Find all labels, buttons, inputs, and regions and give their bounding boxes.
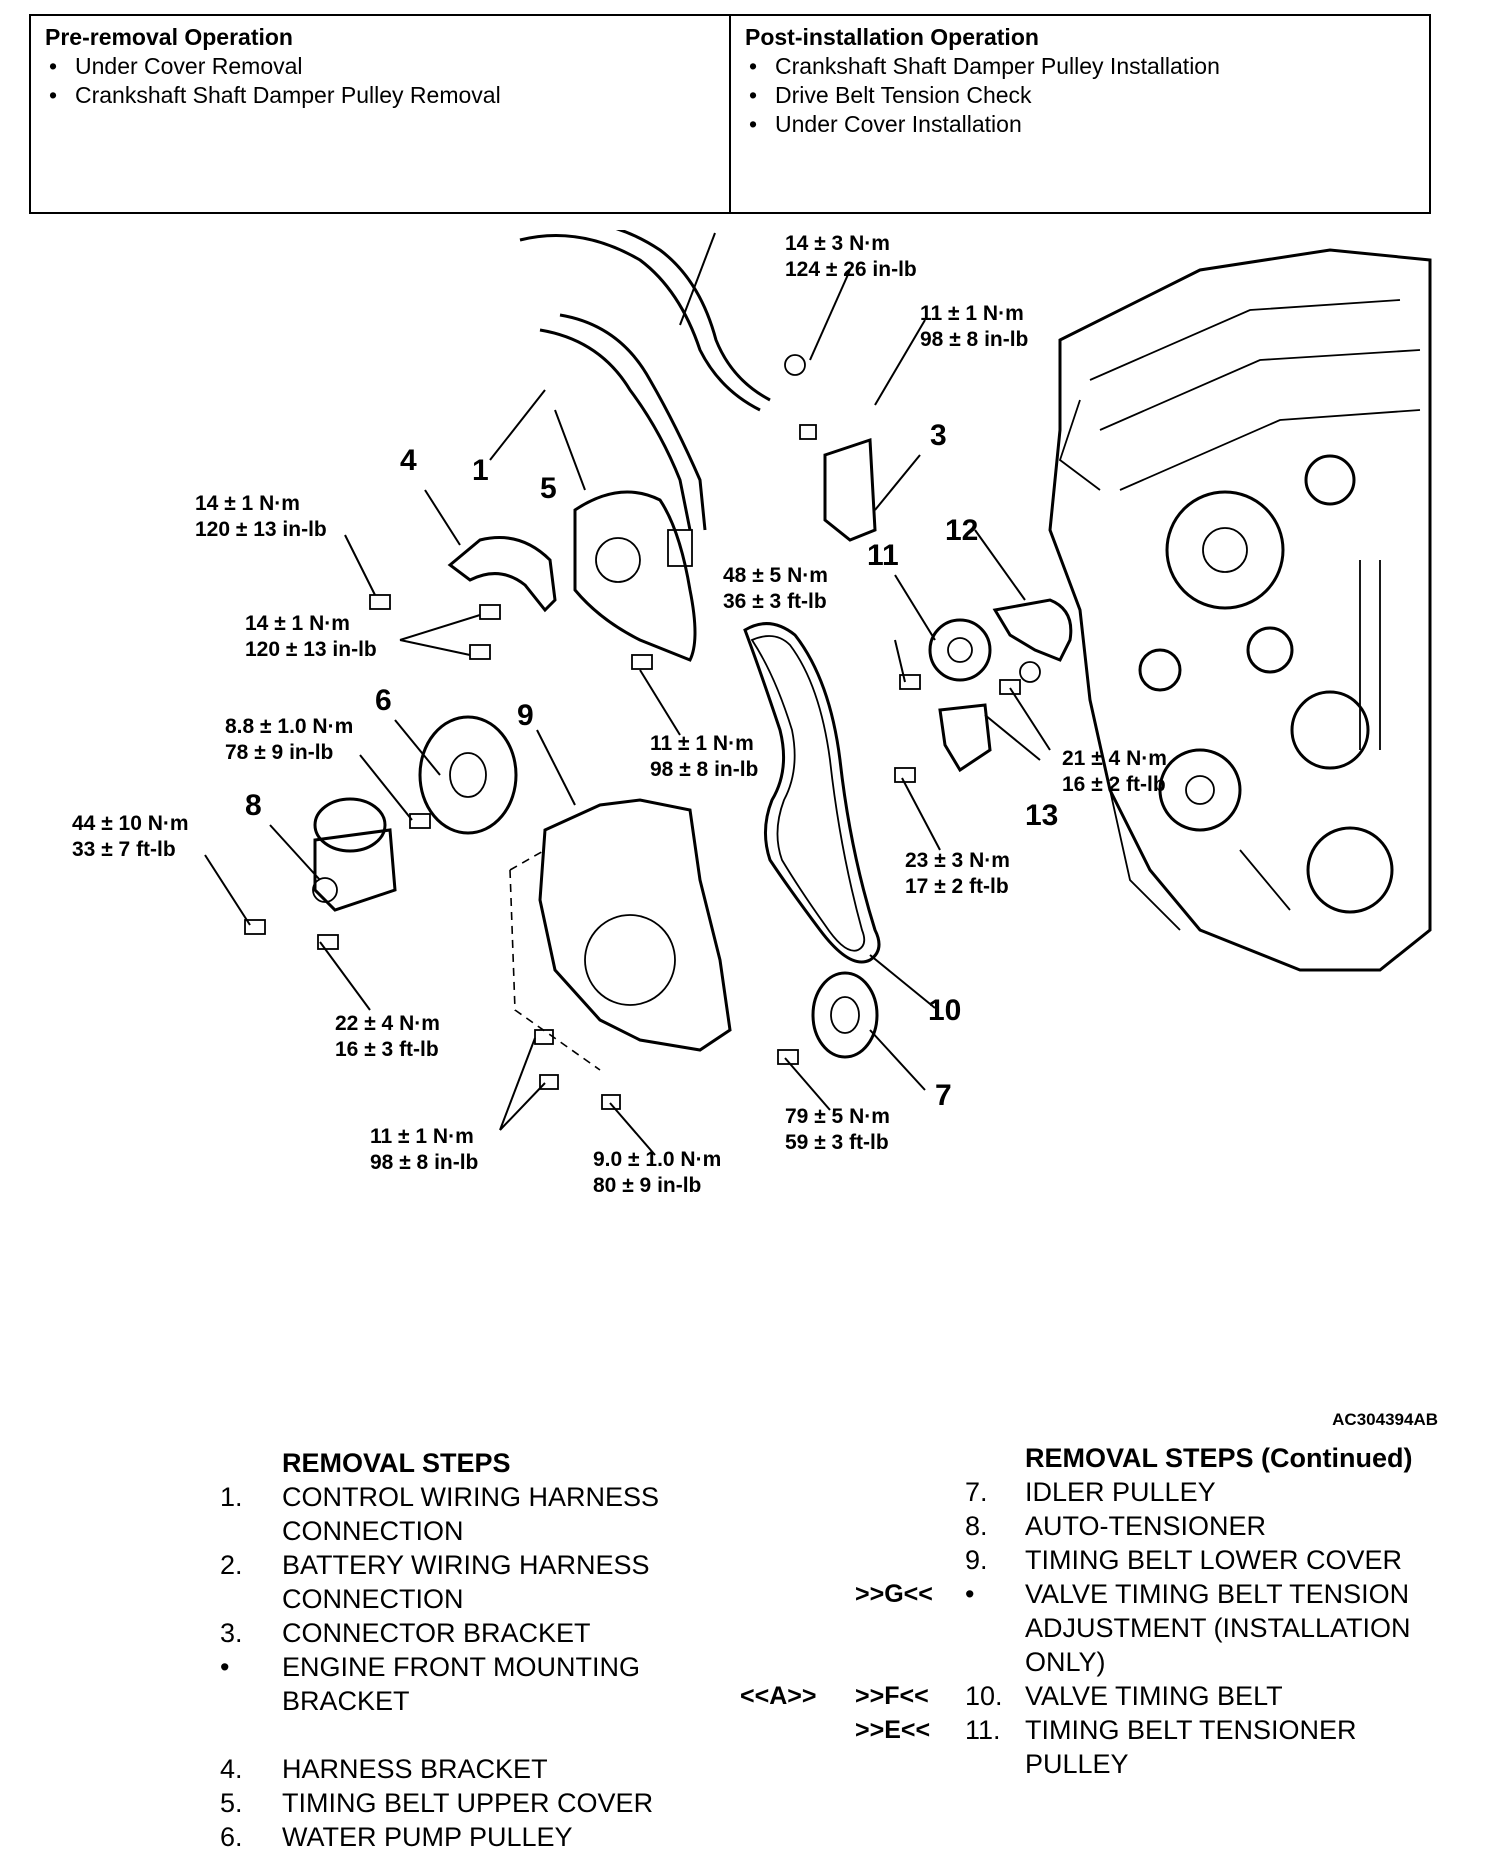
torque-labels: 14 ± 3 N·m 124 ± 26 in-lb 11 ± 1 N·m 98 …	[72, 232, 1167, 1197]
torque-nm: 22 ± 4 N·m	[335, 1012, 440, 1035]
battery-wiring-harness	[519, 230, 806, 412]
torque-nm: 23 ± 3 N·m	[905, 849, 1010, 872]
engine-illustration	[1048, 248, 1432, 972]
torque-nm: 48 ± 5 N·m	[723, 564, 828, 587]
tensioner-bracket	[992, 598, 1073, 662]
torque-nm: 8.8 ± 1.0 N·m	[225, 715, 353, 738]
torque-alt: 78 ± 9 in-lb	[225, 741, 333, 764]
list-item: Drive Belt Tension Check	[749, 81, 1415, 110]
auto-tensioner-rod	[938, 703, 992, 773]
list-item: 5.TIMING BELT UPPER COVER	[220, 1788, 654, 1818]
part-number: 3	[930, 419, 947, 452]
pre-removal-list: Under Cover Removal Crankshaft Shaft Dam…	[45, 52, 715, 110]
exploded-diagram: 1 2 3 4 5 6 7 8 9 10 11 12 13 14 ± 3 N·m…	[72, 230, 1432, 1197]
torque-nm: 44 ± 10 N·m	[72, 812, 189, 835]
part-number: 9	[517, 699, 534, 732]
part-number: 11	[867, 539, 899, 572]
leader-lines	[204, 232, 1051, 1156]
torque-alt: 98 ± 8 in-lb	[370, 1151, 478, 1174]
torque-alt: 124 ± 26 in-lb	[785, 258, 917, 281]
valve-timing-belt	[743, 622, 881, 964]
part-number: 5	[540, 472, 557, 505]
post-installation-title: Post-installation Operation	[745, 24, 1039, 50]
auto-tensioner	[312, 797, 397, 912]
torque-nm: 9.0 ± 1.0 N·m	[593, 1148, 721, 1171]
part-number: 6	[375, 684, 392, 717]
removal-steps-title: REMOVAL STEPS	[282, 1448, 511, 1478]
torque-alt: 16 ± 3 ft-lb	[335, 1038, 439, 1061]
torque-nm: 11 ± 1 N·m	[920, 302, 1024, 325]
torque-alt: 36 ± 3 ft-lb	[723, 590, 827, 613]
harness-bracket	[447, 536, 557, 613]
timing-belt-lower-cover	[538, 798, 732, 1052]
torque-nm: 14 ± 1 N·m	[245, 612, 350, 635]
list-item: 9.TIMING BELT LOWER COVER	[965, 1545, 1403, 1575]
torque-alt: 80 ± 9 in-lb	[593, 1174, 701, 1197]
torque-alt: 59 ± 3 ft-lb	[785, 1131, 889, 1154]
bolts	[244, 424, 1021, 1110]
torque-alt: 120 ± 13 in-lb	[195, 518, 327, 541]
removal-steps-continued-title: REMOVAL STEPS (Continued)	[1025, 1443, 1413, 1473]
torque-alt: 120 ± 13 in-lb	[245, 638, 377, 661]
idler-pulley	[811, 971, 879, 1059]
list-item: 6.WATER PUMP PULLEY	[220, 1822, 573, 1852]
part-number: 10	[928, 994, 961, 1027]
list-item: 8.AUTO-TENSIONER	[965, 1511, 1267, 1541]
water-pump-pulley	[418, 715, 518, 835]
torque-nm: 14 ± 3 N·m	[785, 232, 890, 255]
pre-removal-title: Pre-removal Operation	[45, 24, 293, 50]
list-item: 4.HARNESS BRACKET	[220, 1754, 548, 1784]
list-item: 3.CONNECTOR BRACKET	[220, 1618, 591, 1648]
torque-alt: 17 ± 2 ft-lb	[905, 875, 1009, 898]
torque-alt: 98 ± 8 in-lb	[650, 758, 758, 781]
list-item: Under Cover Removal	[49, 52, 715, 81]
removal-steps-continued: REMOVAL STEPS (Continued) 7.IDLER PULLEY…	[740, 1441, 1475, 1781]
torque-alt: 33 ± 7 ft-lb	[72, 838, 176, 861]
figure-code: AC304394AB	[1332, 1410, 1438, 1429]
torque-nm: 21 ± 4 N·m	[1062, 747, 1167, 770]
post-installation-list: Crankshaft Shaft Damper Pulley Installat…	[745, 52, 1415, 139]
list-item: <<A>>>>F<<10.VALVE TIMING BELT	[740, 1681, 1283, 1711]
list-item: 7.IDLER PULLEY	[965, 1477, 1216, 1507]
torque-nm: 11 ± 1 N·m	[370, 1125, 474, 1148]
control-wiring-harness	[539, 313, 707, 567]
post-installation-column: Post-installation Operation Crankshaft S…	[729, 16, 1429, 212]
part-number: 7	[935, 1079, 952, 1112]
part-number: 4	[400, 444, 417, 477]
torque-alt: 98 ± 8 in-lb	[920, 328, 1028, 351]
timing-belt-upper-cover	[573, 490, 697, 662]
torque-nm: 79 ± 5 N·m	[785, 1105, 890, 1128]
pre-removal-column: Pre-removal Operation Under Cover Remova…	[31, 16, 729, 212]
part-numbers: 1 2 3 4 5 6 7 8 9 10 11 12 13	[245, 419, 1058, 1112]
part-number: 12	[945, 514, 978, 547]
torque-nm: 14 ± 1 N·m	[195, 492, 300, 515]
list-item: Crankshaft Shaft Damper Pulley Installat…	[749, 52, 1415, 81]
operations-table: Pre-removal Operation Under Cover Remova…	[29, 14, 1431, 214]
torque-alt: 16 ± 2 ft-lb	[1062, 773, 1166, 796]
torque-nm: 11 ± 1 N·m	[650, 732, 754, 755]
part-number: 13	[1025, 799, 1058, 832]
connector-bracket	[823, 437, 877, 542]
list-item: Crankshaft Shaft Damper Pulley Removal	[49, 81, 715, 110]
part-number: 8	[245, 789, 262, 822]
part-number: 1	[472, 454, 489, 487]
tensioner-pulley	[928, 618, 992, 682]
list-item: Under Cover Installation	[749, 110, 1415, 139]
